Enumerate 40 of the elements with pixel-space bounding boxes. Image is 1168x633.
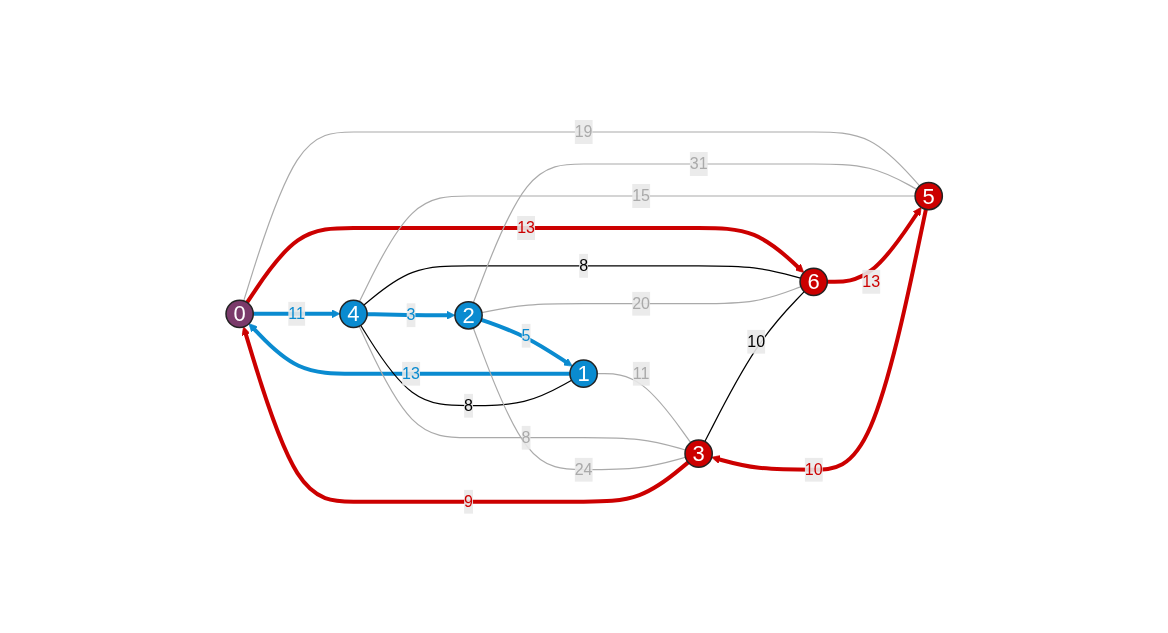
edge-label: 13 bbox=[862, 272, 880, 290]
node-circle: 5 bbox=[914, 181, 943, 211]
connector bbox=[704, 290, 805, 442]
connector bbox=[363, 264, 801, 306]
node-circle: 6 bbox=[799, 267, 828, 296]
edge-label: 19 bbox=[574, 122, 593, 140]
connector bbox=[358, 195, 916, 302]
edge-label: 11 bbox=[288, 304, 305, 322]
edge-label: 9 bbox=[463, 492, 473, 510]
edge-label: 24 bbox=[574, 460, 593, 478]
arrow bbox=[241, 326, 690, 504]
arrow bbox=[245, 225, 804, 304]
connector bbox=[472, 163, 918, 303]
edge-label: 3 bbox=[406, 305, 416, 323]
edge-label: 8 bbox=[521, 428, 531, 446]
edge-label: 8 bbox=[578, 256, 588, 274]
edge-label: 31 bbox=[689, 154, 708, 172]
arrow bbox=[480, 317, 573, 367]
connector bbox=[472, 327, 686, 470]
node-circle: 1 bbox=[569, 358, 598, 388]
connector bbox=[481, 285, 802, 313]
edge-label: 11 bbox=[632, 364, 650, 382]
edge-label: 5 bbox=[521, 326, 531, 344]
node-circle: 0 bbox=[225, 299, 254, 328]
arrow bbox=[248, 322, 570, 376]
arrow bbox=[827, 206, 922, 284]
edge-label: 10 bbox=[804, 460, 823, 478]
edge-label: 15 bbox=[632, 186, 650, 204]
connector bbox=[242, 131, 921, 302]
edge-label: 20 bbox=[632, 294, 650, 312]
connector bbox=[358, 325, 686, 451]
edge-label: 13 bbox=[401, 364, 420, 382]
node-circle: 4 bbox=[338, 299, 368, 328]
arrow bbox=[711, 208, 928, 472]
edge-label: 8 bbox=[463, 396, 473, 414]
edge-label: 10 bbox=[747, 332, 765, 350]
node-circle: 2 bbox=[454, 300, 483, 330]
connector bbox=[359, 324, 573, 406]
node-circle: 3 bbox=[684, 438, 713, 468]
edge-label: 13 bbox=[516, 218, 535, 236]
